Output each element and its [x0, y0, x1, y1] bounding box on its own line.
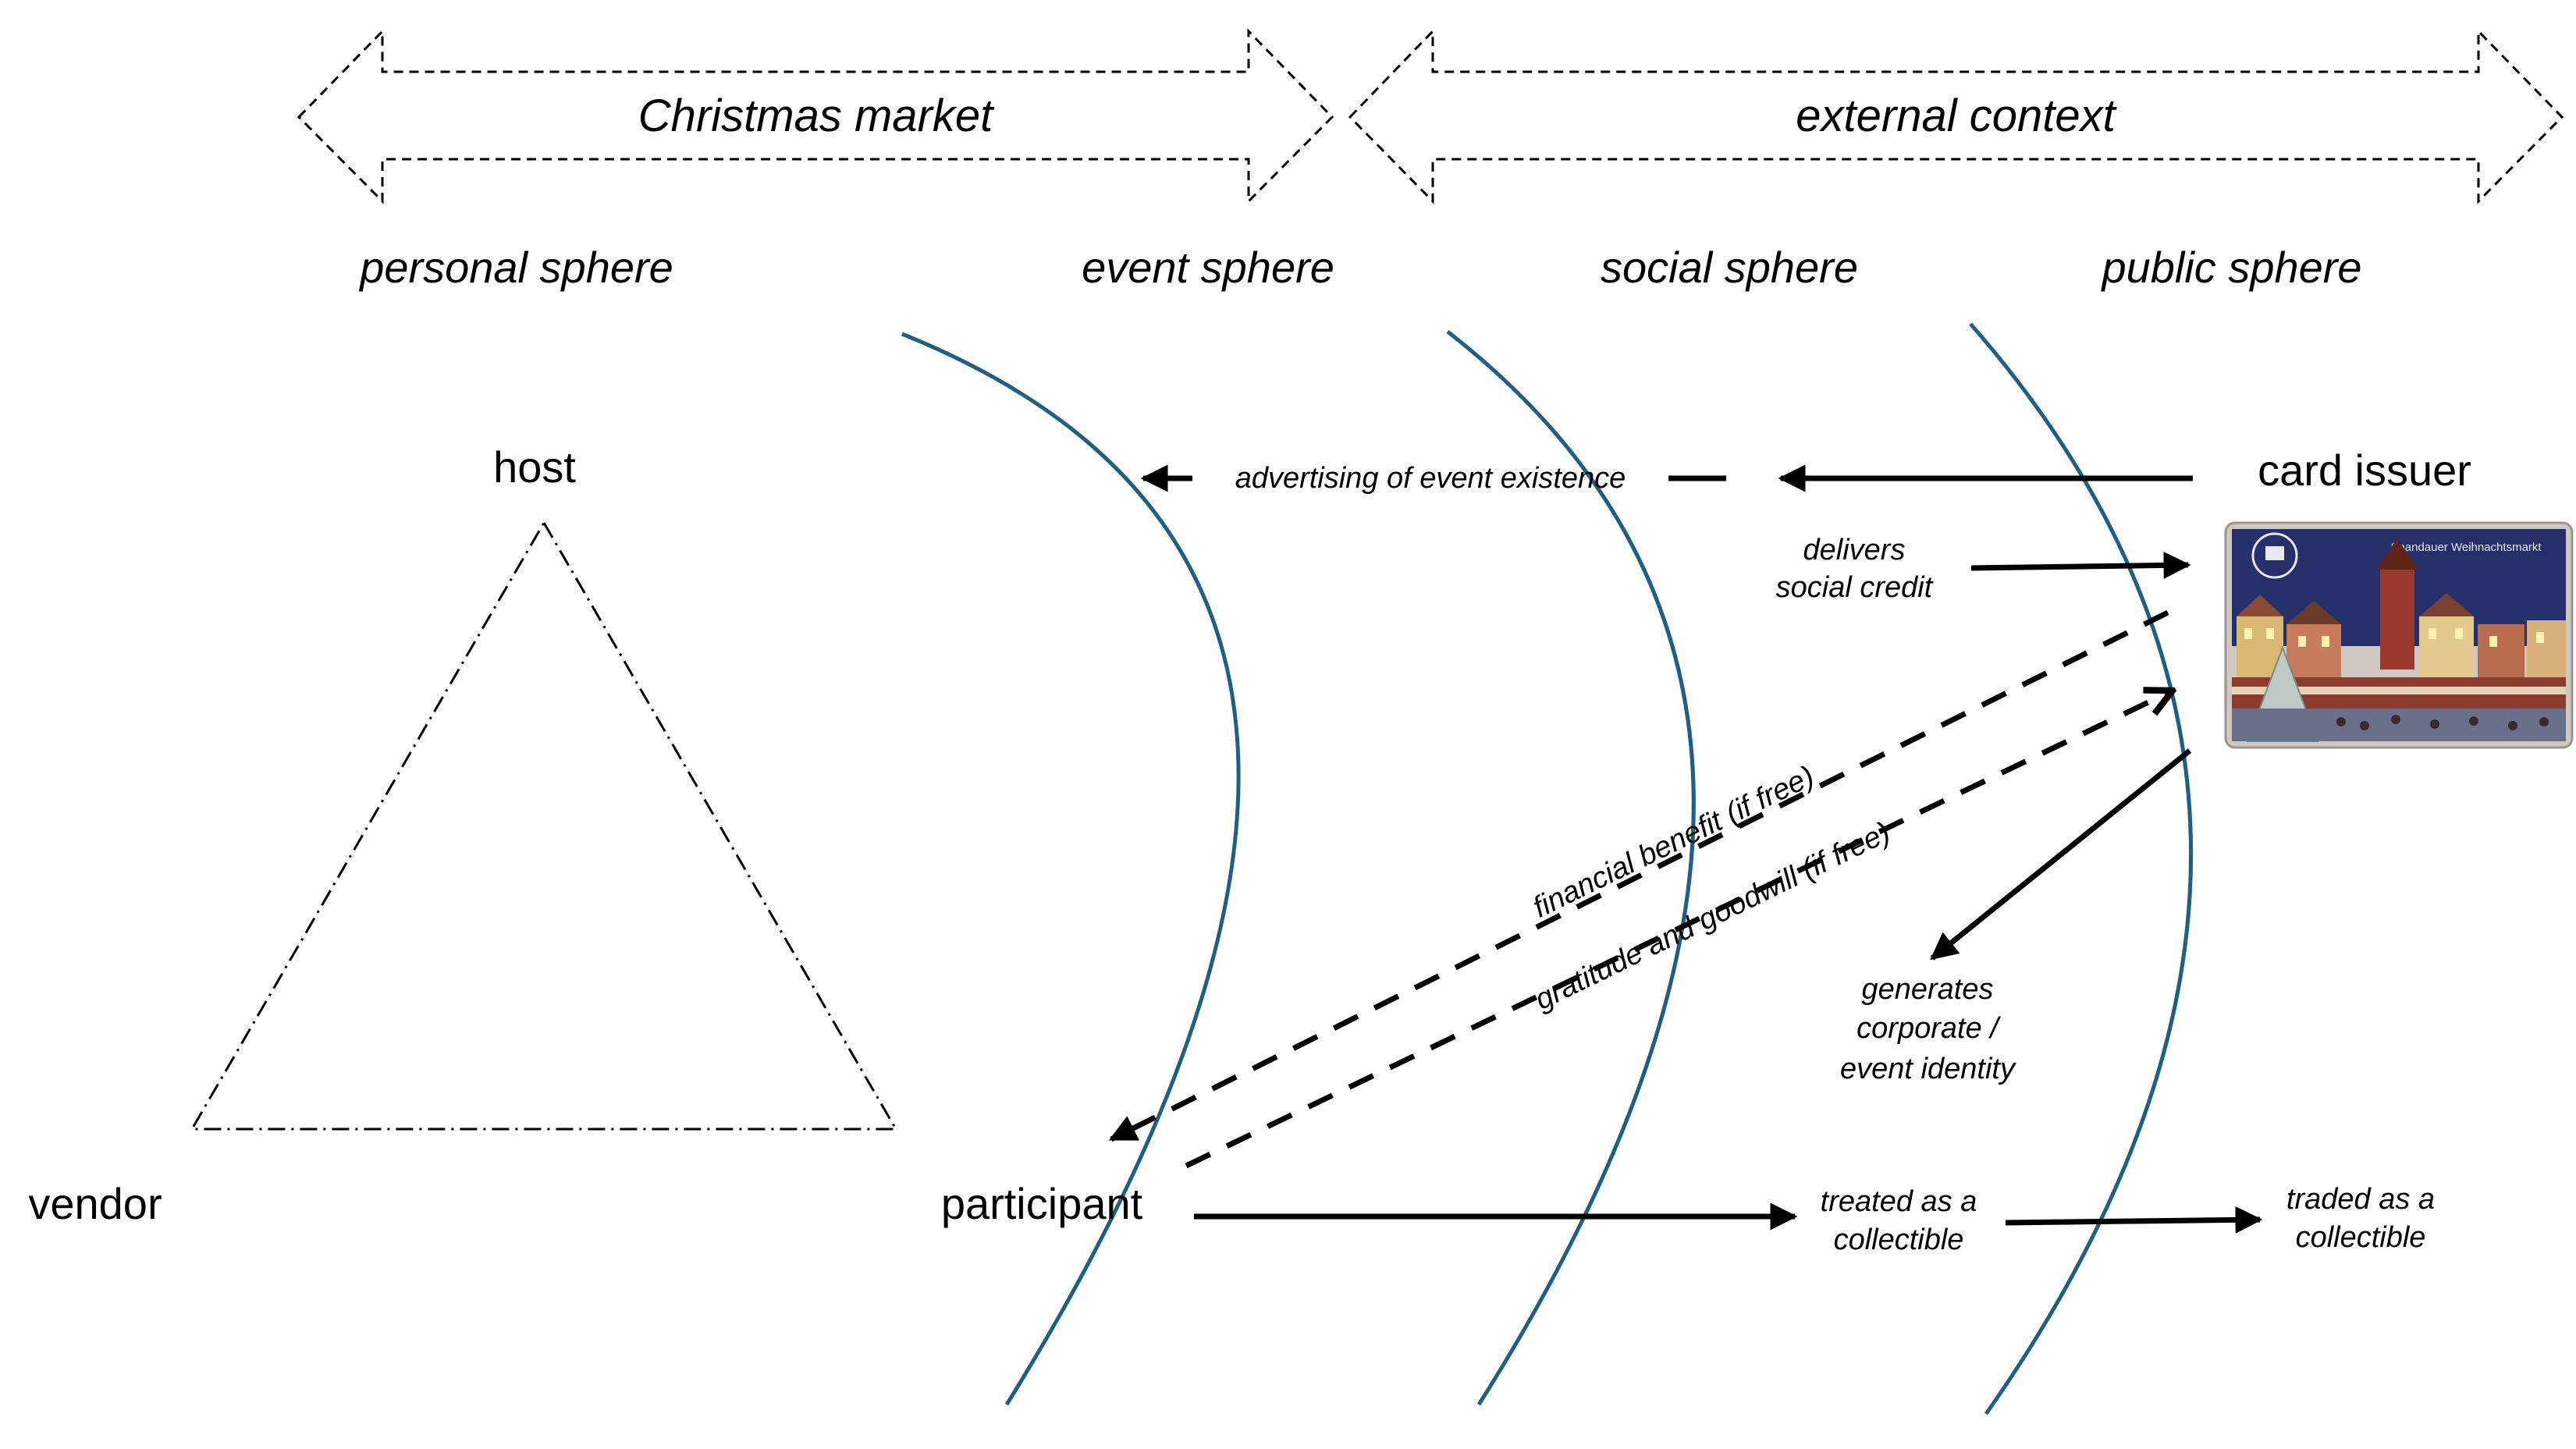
treated-label-line1: treated as a	[1821, 1185, 1977, 1218]
christmas-market-label: Christmas market	[638, 91, 995, 141]
public-sphere-boundary	[1969, 322, 2194, 1415]
advertising-label: advertising of event existence	[1235, 462, 1626, 495]
external-context-arrow: external context	[1348, 28, 2564, 204]
delivers-label-line2: social credit	[1776, 571, 1934, 604]
social-sphere-label: social sphere	[1601, 243, 1858, 292]
financial-benefit-arrow	[1108, 609, 2169, 1142]
generates-label-line2: corporate /	[1856, 1012, 2001, 1045]
gratitude-label: gratitude and goodwill (if free)	[1530, 816, 1896, 1017]
public-sphere-label: public sphere	[2100, 243, 2361, 292]
traded-label-line1: traded as a	[2286, 1183, 2435, 1216]
christmas-market-arrow: Christmas market	[297, 28, 1334, 204]
christmas-market-card-image: Spandauer Weihnachtsmarkt	[2224, 521, 2574, 749]
external-context-label: external context	[1796, 91, 2117, 141]
gratitude-arrow	[1185, 691, 2173, 1169]
delivers-label-line1: delivers	[1803, 534, 1906, 566]
personal-sphere-label: personal sphere	[358, 243, 673, 292]
traded-label-line2: collectible	[2296, 1221, 2426, 1254]
stakeholder-triangle	[190, 520, 898, 1131]
vendor-label: vendor	[28, 1179, 162, 1228]
card-issuer-label: card issuer	[2258, 446, 2471, 495]
treated-label-line2: collectible	[1834, 1223, 1964, 1256]
traded-arrow	[2005, 1206, 2263, 1234]
generates-label-line1: generates	[1861, 973, 1993, 1006]
participant-label: participant	[941, 1179, 1143, 1228]
card-caption: Spandauer Weihnachtsmarkt	[2390, 541, 2542, 554]
delivers-arrow	[1970, 551, 2191, 579]
event-sphere-boundary	[901, 332, 1241, 1406]
host-label: host	[493, 442, 576, 492]
event-sphere-label: event sphere	[1082, 243, 1334, 292]
generates-label-line3: event identity	[1840, 1053, 2016, 1085]
generates-arrow	[1930, 748, 2192, 961]
social-sphere-boundary	[1446, 330, 1696, 1406]
